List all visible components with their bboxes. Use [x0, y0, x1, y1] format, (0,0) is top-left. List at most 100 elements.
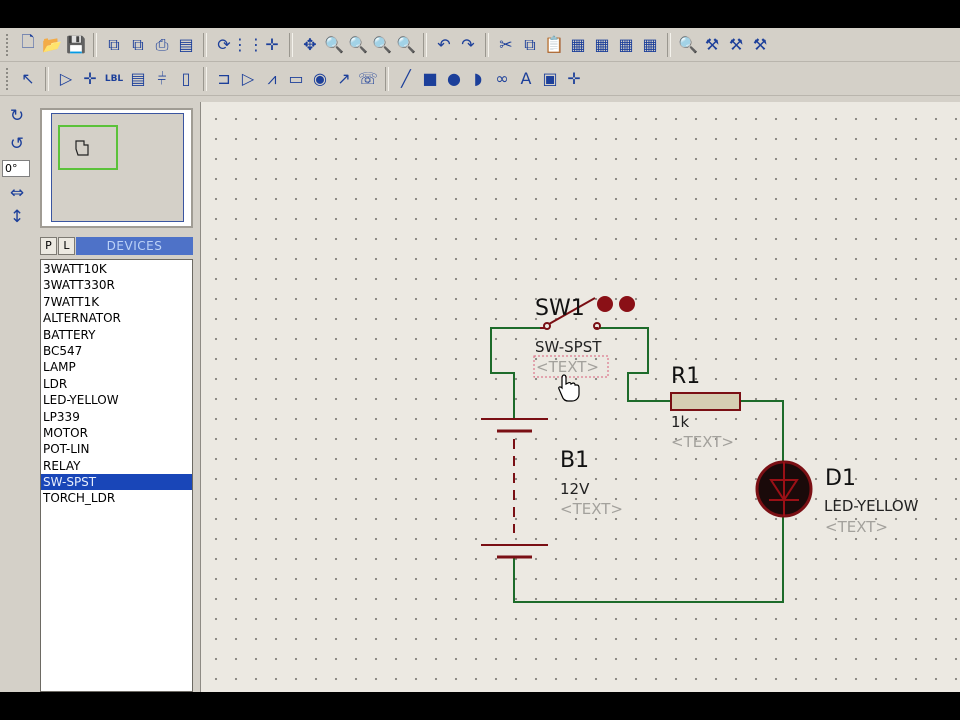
bus-icon[interactable]: ⫩ — [157, 68, 167, 88]
wire-resistor-to-led[interactable] — [740, 400, 784, 464]
switch-value[interactable]: SW-SPST — [535, 338, 602, 356]
device-list-item[interactable]: SW-SPST — [41, 474, 192, 491]
pan-icon[interactable]: ✥ — [303, 35, 317, 54]
resistor-text[interactable]: <TEXT> — [671, 433, 734, 451]
switch-state-indicator-left[interactable] — [597, 296, 613, 312]
overview-window[interactable] — [40, 108, 193, 228]
zoom-all-icon[interactable]: 🔍 — [372, 35, 392, 54]
device-list-item[interactable]: 3WATT10K — [43, 262, 107, 276]
battery-text[interactable]: <TEXT> — [560, 500, 623, 518]
copy-icon[interactable]: ⧉ — [524, 34, 536, 54]
device-list-item[interactable]: POT-LIN — [43, 442, 90, 457]
mirror-vertical-icon[interactable]: ↕ — [9, 207, 25, 227]
device-list-item[interactable]: TORCH_LDR — [43, 491, 116, 506]
block-rotate-icon[interactable]: ▦ — [618, 35, 634, 54]
tape-recorder-icon[interactable]: ▭ — [288, 69, 304, 88]
rotation-angle-field[interactable]: 0° — [2, 160, 30, 177]
export-icon[interactable]: ⧉ — [132, 34, 144, 54]
pick-device-icon[interactable]: 🔍 — [678, 35, 698, 54]
print-icon[interactable]: ⎙ — [155, 34, 169, 54]
grid-icon[interactable]: ⋮⋮ — [232, 35, 264, 54]
schematic-editing-window[interactable]: SW1 SW-SPST <TEXT> R1 1k <TEXT> B1 12V <… — [200, 102, 960, 692]
device-list-item[interactable]: 7WATT1K — [43, 294, 100, 309]
device-list-item[interactable]: LAMP — [43, 360, 76, 375]
text-script-icon[interactable]: ▤ — [130, 69, 146, 88]
resistor-value[interactable]: 1k — [671, 413, 690, 431]
battery-b1[interactable] — [481, 418, 548, 559]
wire-led-to-battery[interactable] — [513, 517, 784, 603]
led-d1[interactable] — [755, 460, 813, 518]
device-list-item[interactable]: 3WATT330R — [43, 278, 115, 293]
line-tool-icon[interactable]: ╱ — [401, 69, 411, 88]
block-move-icon[interactable]: ▦ — [594, 35, 610, 54]
block-delete-icon[interactable]: ▦ — [642, 35, 658, 54]
zoom-area-icon[interactable]: 🔍 — [396, 35, 416, 54]
save-icon[interactable]: 💾 — [66, 35, 86, 54]
virtual-instruments-icon[interactable]: ☏ — [357, 69, 378, 88]
voltage-probe-icon[interactable]: ↗ — [337, 69, 351, 88]
path-tool-icon[interactable]: ∞ — [495, 69, 509, 88]
resistor-r1[interactable] — [670, 392, 741, 411]
origin-icon[interactable]: ✛ — [265, 35, 279, 54]
led-reference[interactable]: D1 — [825, 466, 856, 491]
led-value[interactable]: LED-YELLOW — [824, 497, 919, 515]
open-folder-icon[interactable]: 📂 — [42, 35, 62, 54]
switch-state-indicator-right[interactable] — [619, 296, 635, 312]
new-file-icon[interactable]: 🗋 — [21, 32, 35, 51]
undo-icon[interactable]: ↶ — [437, 35, 451, 54]
component-mode-icon[interactable]: ▷ — [59, 69, 73, 88]
device-list-item[interactable]: LED-YELLOW — [43, 393, 119, 408]
switch-text[interactable]: <TEXT> — [536, 358, 599, 376]
symbol-tool-icon[interactable]: ▣ — [542, 69, 558, 88]
overview-view-rectangle[interactable] — [58, 125, 118, 170]
terminal-icon[interactable]: ⊐ — [217, 69, 231, 88]
device-list-item[interactable]: LDR — [43, 376, 68, 391]
box-tool-icon[interactable]: ■ — [422, 69, 438, 88]
device-list-item[interactable]: RELAY — [43, 458, 81, 473]
wire-label-icon[interactable]: LBL — [104, 73, 124, 84]
device-list-item[interactable]: BC547 — [43, 343, 83, 358]
junction-dot-icon[interactable]: ✛ — [83, 69, 97, 88]
device-list-item[interactable]: BATTERY — [43, 327, 96, 342]
selection-mode-icon[interactable]: ↖ — [21, 69, 35, 88]
decompose-icon[interactable]: ⚒ — [752, 35, 768, 54]
redo-icon[interactable]: ↷ — [461, 35, 475, 54]
device-list-item[interactable]: ALTERNATOR — [43, 311, 121, 326]
device-pin-icon[interactable]: ▷ — [241, 69, 255, 88]
pick-devices-button[interactable]: P — [40, 237, 57, 255]
marker-tool-icon[interactable]: ✛ — [567, 69, 581, 88]
text-tool-icon[interactable]: A — [520, 69, 532, 88]
rotate-clockwise-icon[interactable]: ↻ — [9, 106, 25, 126]
switch-sw1[interactable] — [540, 296, 635, 330]
device-list-item[interactable]: LP339 — [43, 409, 80, 424]
toolbar-grip[interactable] — [6, 33, 12, 56]
cut-icon[interactable]: ✂ — [499, 35, 513, 54]
mirror-horizontal-icon[interactable]: ⇔ — [9, 183, 25, 203]
circle-tool-icon[interactable]: ● — [447, 69, 461, 88]
zoom-in-icon[interactable]: 🔍 — [324, 35, 344, 54]
packaging-icon[interactable]: ⚒ — [728, 35, 744, 54]
generator-icon[interactable]: ◉ — [313, 69, 327, 88]
library-manager-button[interactable]: L — [58, 237, 75, 255]
rotate-anticlockwise-icon[interactable]: ↺ — [9, 134, 25, 154]
wire-switch-to-battery[interactable] — [490, 327, 540, 419]
import-icon[interactable]: ⧉ — [108, 34, 120, 54]
arc-tool-icon[interactable]: ◗ — [473, 69, 483, 88]
wire-switch-to-resistor[interactable] — [598, 327, 671, 402]
zoom-out-icon[interactable]: 🔍 — [348, 35, 368, 54]
battery-reference[interactable]: B1 — [560, 448, 590, 473]
switch-reference[interactable]: SW1 — [535, 296, 585, 321]
block-copy-icon[interactable]: ▦ — [570, 35, 586, 54]
refresh-icon[interactable]: ⟳ — [217, 35, 231, 54]
toolbar-grip[interactable] — [6, 67, 12, 90]
subcircuit-icon[interactable]: ▯ — [181, 69, 191, 88]
led-text[interactable]: <TEXT> — [825, 518, 888, 536]
device-list-item[interactable]: MOTOR — [43, 425, 88, 440]
paste-icon[interactable]: 📋 — [544, 35, 564, 54]
area-print-icon[interactable]: ▤ — [178, 35, 194, 54]
resistor-reference[interactable]: R1 — [671, 364, 701, 389]
battery-value[interactable]: 12V — [560, 480, 590, 498]
graph-icon[interactable]: ⩘ — [267, 68, 277, 88]
make-device-icon[interactable]: ⚒ — [704, 35, 720, 54]
